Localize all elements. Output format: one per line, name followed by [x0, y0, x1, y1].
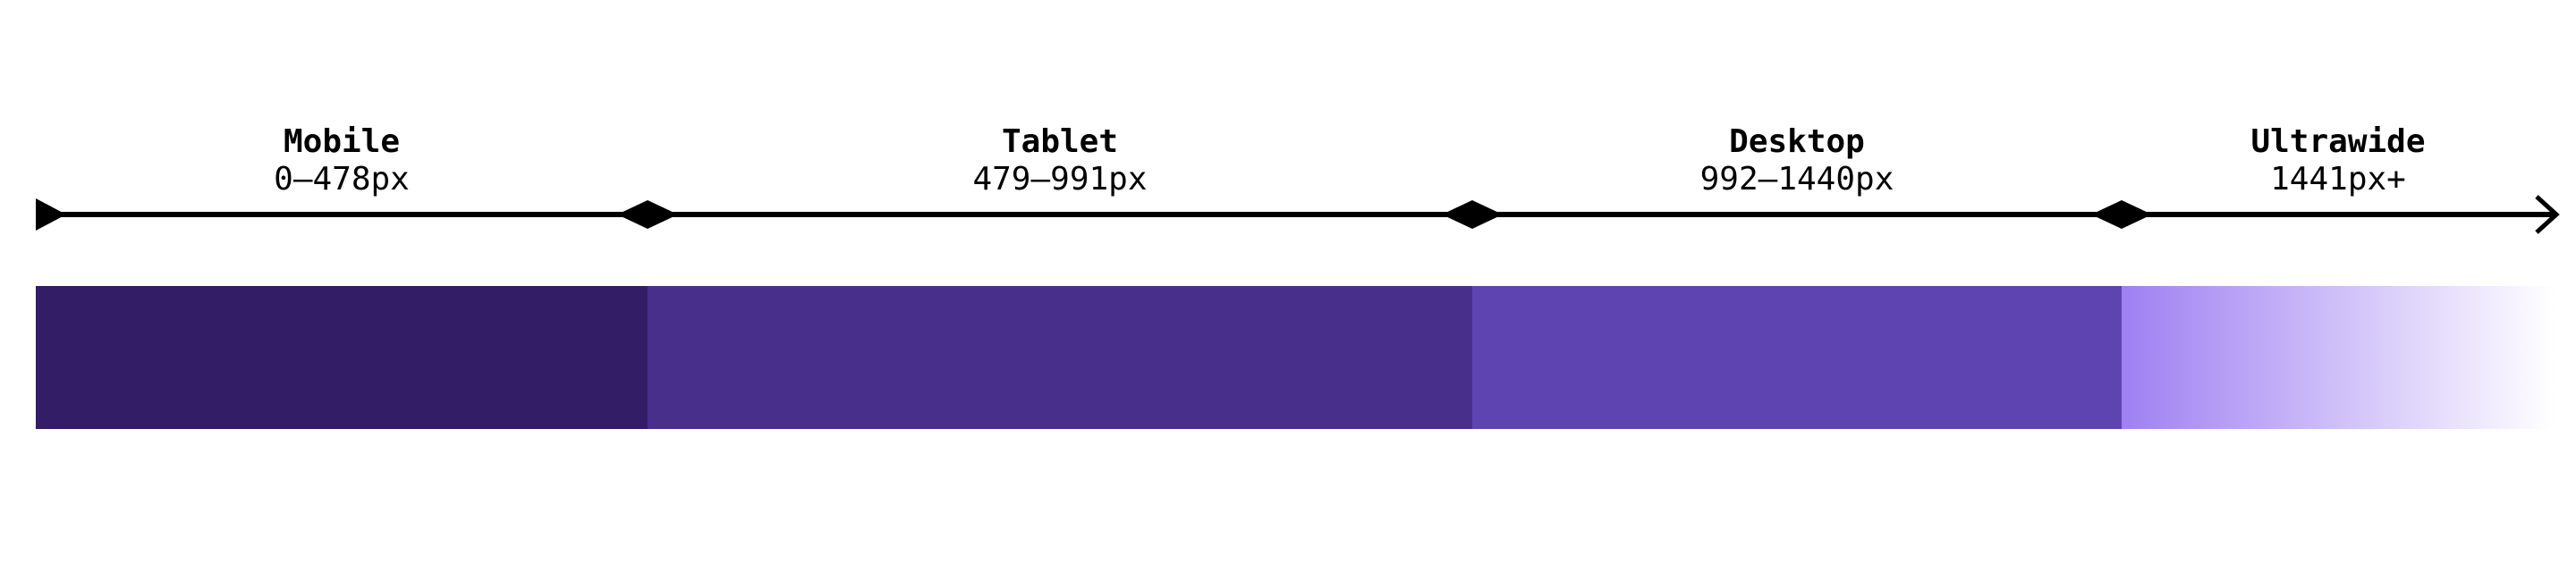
breakpoint-marker-tablet	[617, 200, 678, 229]
band-mobile	[36, 286, 648, 429]
band-ultrawide	[2122, 286, 2555, 429]
label-mobile-range: 0–478px	[274, 161, 410, 198]
label-mobile-name: Mobile	[283, 123, 401, 160]
label-desktop: Desktop 992–1440px	[1700, 123, 1894, 198]
label-tablet-name: Tablet	[1001, 123, 1119, 160]
label-tablet: Tablet 479–991px	[972, 123, 1147, 198]
label-desktop-range: 992–1440px	[1699, 161, 1894, 198]
label-mobile: Mobile 0–478px	[274, 123, 410, 198]
label-ultrawide: Ultrawide 1441px+	[2250, 123, 2425, 198]
breakpoint-marker-desktop	[1442, 200, 1503, 229]
band-tablet	[648, 286, 1472, 429]
band-desktop	[1472, 286, 2122, 429]
label-ultrawide-range: 1441px+	[2270, 161, 2406, 198]
label-tablet-range: 479–991px	[972, 161, 1148, 198]
breakpoint-marker-ultrawide	[2091, 200, 2152, 229]
label-ultrawide-name: Ultrawide	[2250, 123, 2426, 160]
axis-start-triangle	[36, 198, 66, 231]
label-desktop-name: Desktop	[1729, 123, 1865, 160]
axis-end-arrow	[2535, 195, 2560, 234]
